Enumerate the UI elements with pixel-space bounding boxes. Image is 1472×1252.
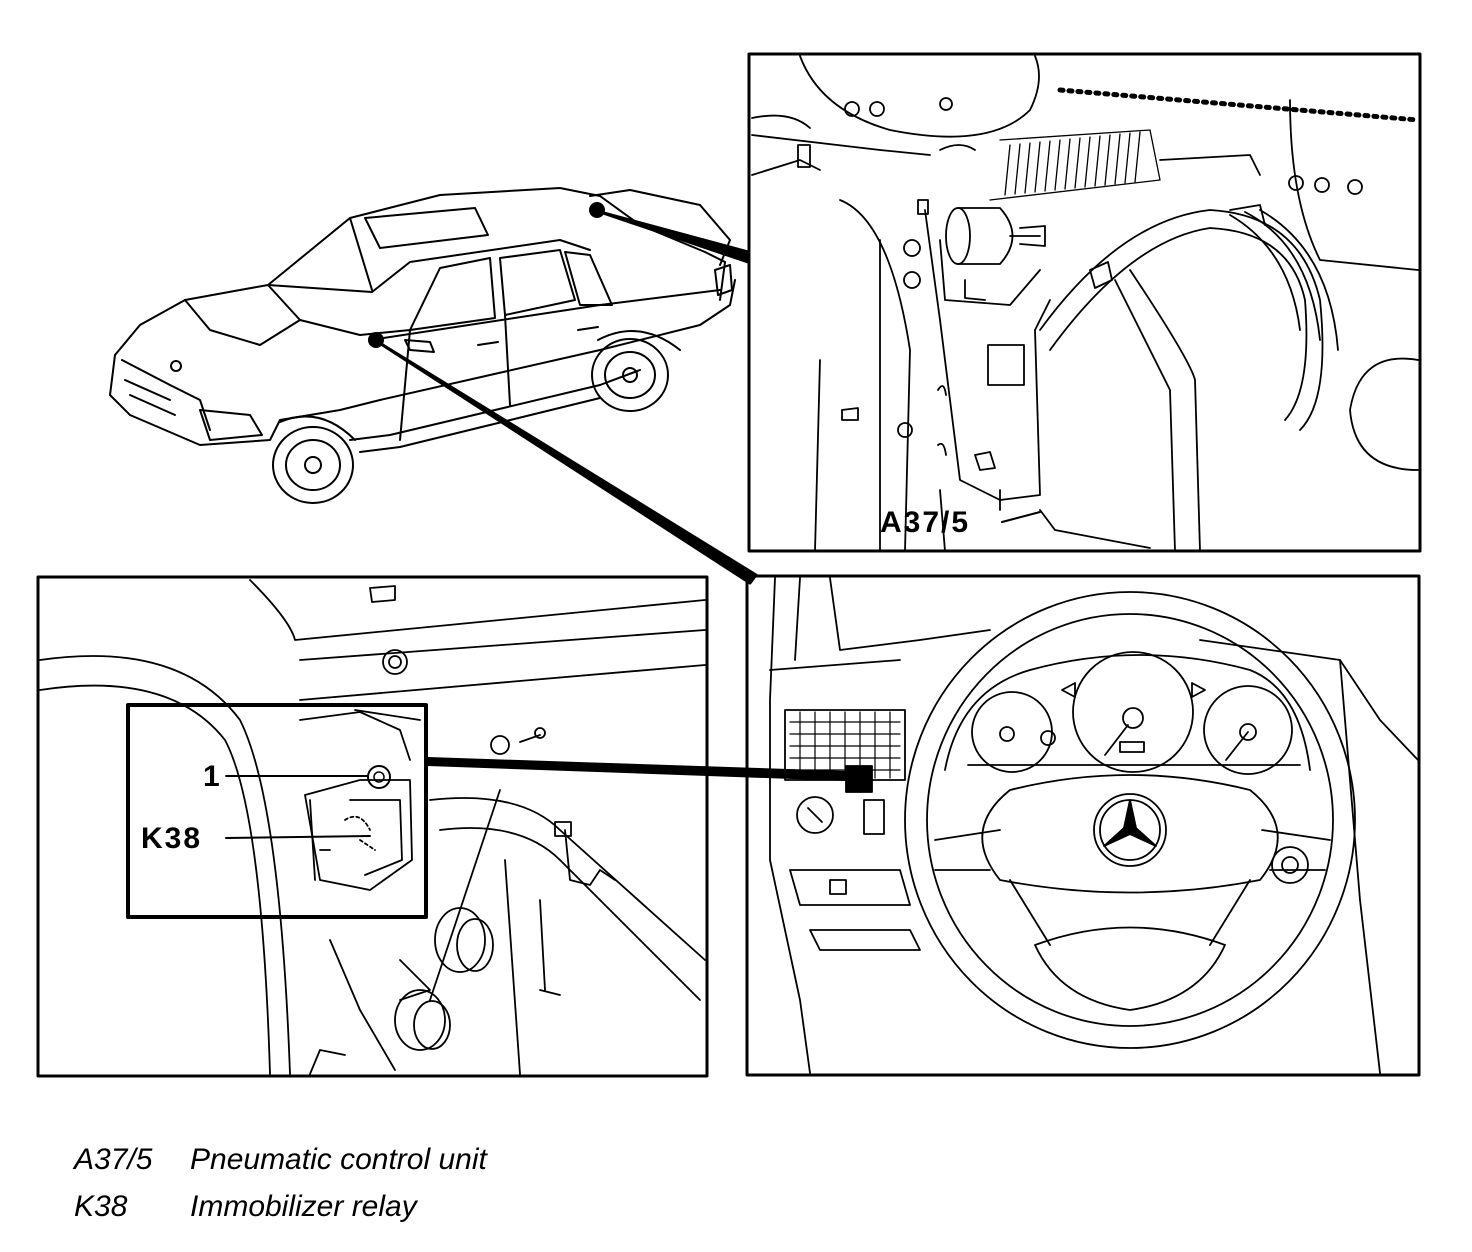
ignition-switch-icon [1271,846,1309,884]
item-1-callout-label: 1 [203,760,222,793]
k38-callout-leader [225,835,371,839]
leader-line-to-a37-5-panel [598,210,750,264]
immobilizer-relay-location-marker [845,765,873,793]
legend-row: K38 Immobilizer relay [0,1192,600,1228]
legend-text-a37-5: Pneumatic control unit [190,1143,487,1176]
location-dot-a37-5 [589,202,605,218]
rear-wheel-icon [591,330,681,412]
legend-code-a37-5: A37/5 [74,1143,153,1176]
immobilizer-relay-icon [299,709,421,891]
k38-highlight-box [126,703,428,919]
car-overview-illustration [109,187,736,504]
instrument-cluster-outline [944,654,1311,771]
a37-5-callout-leader [1001,511,1041,523]
dashboard-panel-frame [745,574,1421,1077]
clock-gauge-icon [1203,685,1293,775]
leader-line-to-dashboard-panel [376,340,758,585]
a37-5-callout-label: A37/5 [880,506,971,539]
legend-row: A37/5 Pneumatic control unit [0,1145,600,1181]
k38-detail-illustration [39,579,706,1075]
k38-detail-panel-frame [36,575,709,1078]
tachometer-gauge-icon [971,691,1056,773]
speedometer-gauge-icon [1072,651,1194,773]
k38-callout-label: K38 [141,822,203,855]
a37-5-detail-illustration [751,55,1421,552]
mercedes-star-logo [1093,793,1167,867]
legend-text-k38: Immobilizer relay [190,1190,417,1223]
relay-mounting-screw-icon [367,765,391,789]
legend-code-k38: K38 [74,1190,128,1223]
pneumatic-control-unit-icon [939,207,1046,306]
dashboard-illustration [769,577,1419,1074]
a37-5-detail-panel-frame [747,52,1422,553]
front-wheel-icon [272,415,356,504]
steering-wheel-icon [904,591,1356,1049]
